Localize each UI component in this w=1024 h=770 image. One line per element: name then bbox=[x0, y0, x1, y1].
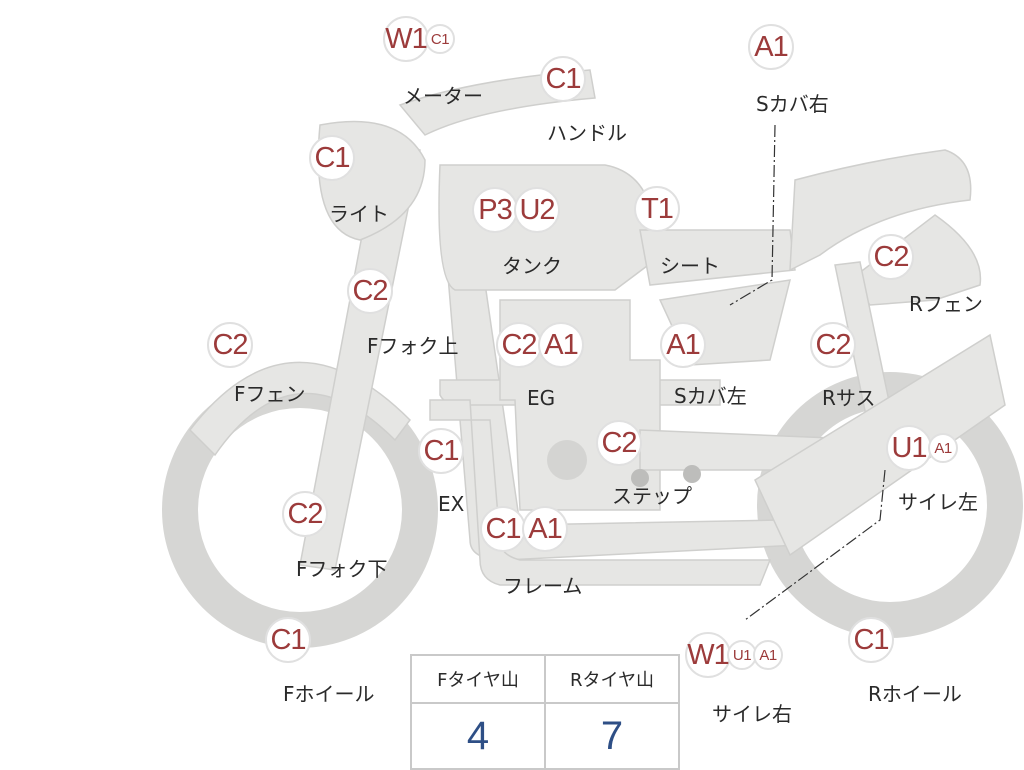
handle-label: ハンドル bbox=[547, 121, 627, 145]
code-badge: A1 bbox=[748, 24, 794, 70]
frame-codes: C1 A1 bbox=[480, 506, 568, 552]
code-badge: A1 bbox=[522, 506, 568, 552]
tank-codes: P3 U2 bbox=[472, 187, 560, 233]
front-fender-codes: C2 bbox=[207, 322, 253, 368]
engine-label: EG bbox=[527, 386, 556, 410]
code-badge: A1 bbox=[928, 433, 958, 463]
side-cover-right-label: Sカバ右 bbox=[756, 92, 829, 116]
rear-fender-shape bbox=[848, 214, 982, 306]
light-codes: C1 bbox=[309, 135, 355, 181]
front-wheel-codes: C1 bbox=[265, 617, 311, 663]
exhaust-label: EX bbox=[438, 492, 465, 516]
step-peg-left bbox=[631, 469, 649, 487]
front-fork-upper-codes: C2 bbox=[347, 268, 393, 314]
code-badge: C2 bbox=[282, 491, 328, 537]
code-badge: A1 bbox=[753, 640, 783, 670]
handle-codes: C1 bbox=[540, 56, 586, 102]
code-badge: C1 bbox=[265, 617, 311, 663]
code-badge: C2 bbox=[207, 322, 253, 368]
code-badge: W1 bbox=[383, 16, 429, 62]
tire-tread-table: Fタイヤ山 Rタイヤ山 4 7 bbox=[410, 654, 680, 770]
code-badge: C2 bbox=[810, 322, 856, 368]
front-fender-label: Fフェン bbox=[234, 382, 306, 406]
seat-label: シート bbox=[660, 254, 720, 278]
side-cover-left-codes: A1 bbox=[660, 322, 706, 368]
code-badge: C1 bbox=[418, 428, 464, 474]
code-badge: W1 bbox=[685, 632, 731, 678]
step-codes: C2 bbox=[596, 420, 642, 466]
rear-suspension-codes: C2 bbox=[810, 322, 856, 368]
silencer-right-codes: W1 U1 A1 bbox=[685, 632, 783, 678]
meter-codes: W1 C1 bbox=[383, 16, 455, 62]
front-wheel-label: Fホイール bbox=[283, 682, 375, 706]
code-badge: C2 bbox=[347, 268, 393, 314]
leader-side-cover-right bbox=[729, 124, 776, 306]
light-label: ライト bbox=[329, 202, 389, 226]
tank-label: タンク bbox=[502, 254, 562, 278]
side-cover-right-codes: A1 bbox=[748, 24, 794, 70]
step-label: ステップ bbox=[612, 484, 692, 508]
silencer-shape bbox=[754, 333, 1006, 557]
silencer-left-label: サイレ左 bbox=[898, 490, 978, 514]
engine-codes: C2 A1 bbox=[496, 322, 584, 368]
code-badge: C1 bbox=[480, 506, 526, 552]
code-badge: C1 bbox=[848, 617, 894, 663]
code-badge: T1 bbox=[634, 186, 680, 232]
rear-tire-header: Rタイヤ山 bbox=[544, 654, 680, 704]
code-badge: U2 bbox=[514, 187, 560, 233]
step-peg-right bbox=[683, 465, 701, 483]
leader-silencer-left bbox=[744, 469, 886, 621]
code-badge: P3 bbox=[472, 187, 518, 233]
exhaust-codes: C1 bbox=[418, 428, 464, 474]
rear-fender-label: Rフェン bbox=[909, 292, 983, 316]
rear-wheel-label: Rホイール bbox=[868, 682, 962, 706]
code-badge: C2 bbox=[868, 234, 914, 280]
code-badge: A1 bbox=[660, 322, 706, 368]
front-tire-value: 4 bbox=[410, 702, 546, 770]
code-badge: A1 bbox=[538, 322, 584, 368]
silencer-right-label: サイレ右 bbox=[712, 702, 792, 726]
code-badge: C2 bbox=[496, 322, 542, 368]
front-fork-lower-codes: C2 bbox=[282, 491, 328, 537]
rear-tire-value: 7 bbox=[544, 702, 680, 770]
rear-wheel-codes: C1 bbox=[848, 617, 894, 663]
front-fork-upper-label: Fフォク上 bbox=[367, 334, 459, 358]
rear-suspension-label: Rサス bbox=[822, 386, 876, 410]
code-badge: C1 bbox=[540, 56, 586, 102]
side-cover-left-label: Sカバ左 bbox=[674, 384, 747, 408]
seat-codes: T1 bbox=[634, 186, 680, 232]
engine-cover-shape bbox=[547, 440, 587, 480]
seat-shape bbox=[639, 229, 796, 286]
front-tire-header: Fタイヤ山 bbox=[410, 654, 546, 704]
front-fork-lower-label: Fフォク下 bbox=[296, 557, 388, 581]
code-badge: U1 bbox=[886, 425, 932, 471]
tail-shape bbox=[789, 149, 972, 272]
silencer-left-codes: U1 A1 bbox=[886, 425, 958, 471]
code-badge: C2 bbox=[596, 420, 642, 466]
frame-label: フレーム bbox=[503, 574, 583, 598]
meter-label: メーター bbox=[403, 84, 483, 108]
code-badge: C1 bbox=[309, 135, 355, 181]
code-badge: C1 bbox=[425, 24, 455, 54]
rear-fender-codes: C2 bbox=[868, 234, 914, 280]
